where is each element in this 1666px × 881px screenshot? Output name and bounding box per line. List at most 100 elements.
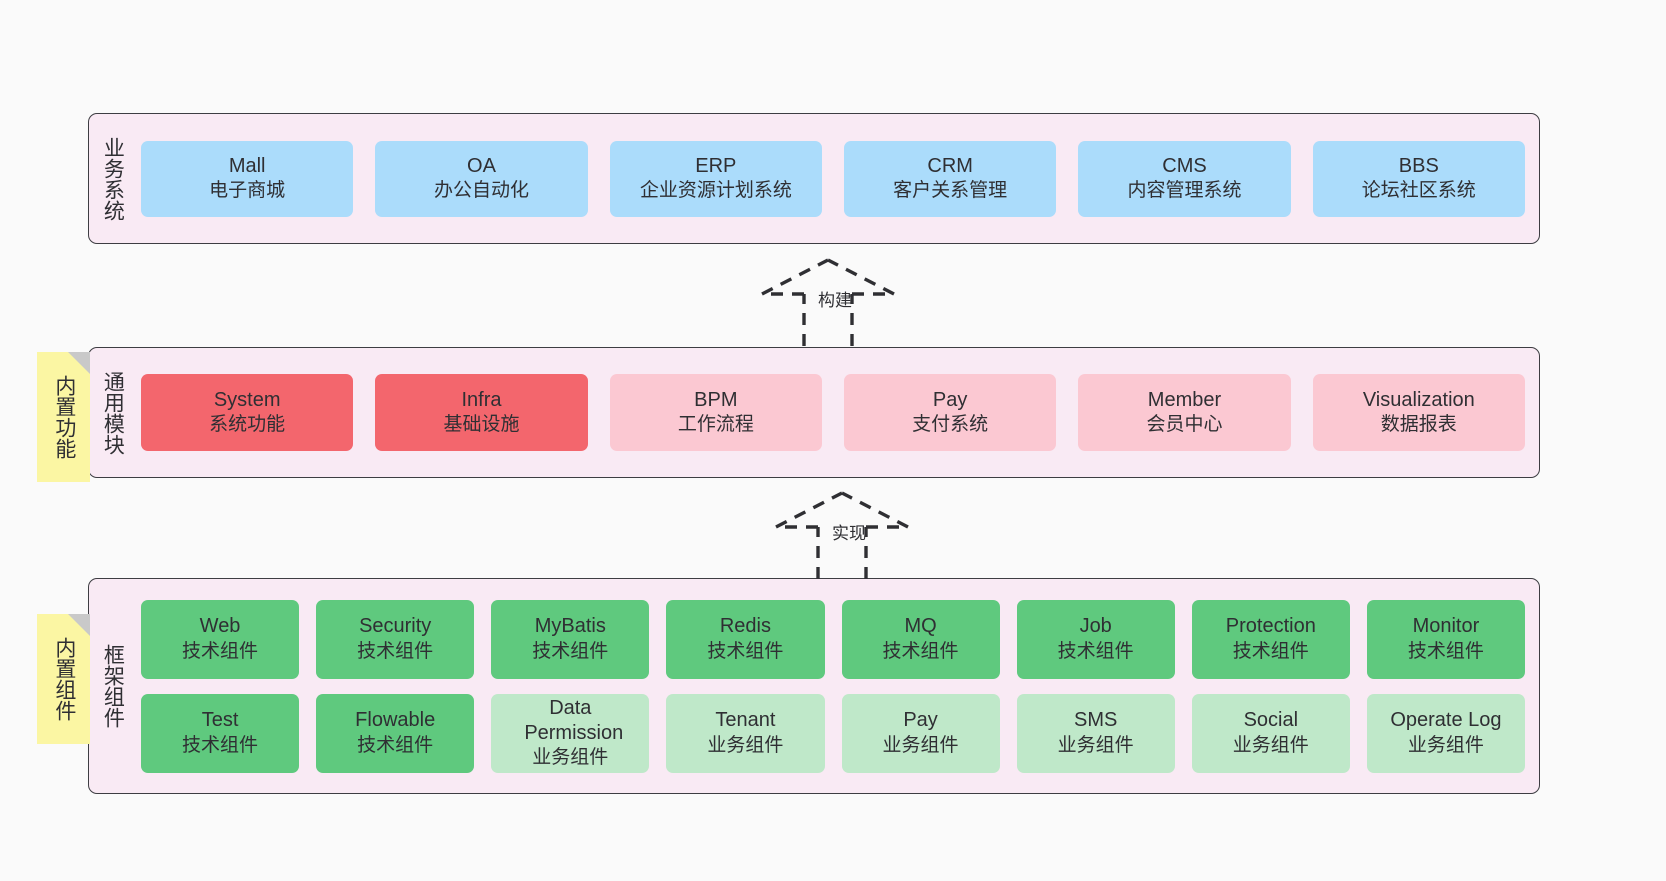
cell-title: Redis bbox=[719, 615, 771, 638]
cell-subtitle: 技术组件 bbox=[1407, 640, 1484, 662]
layer-framework-component[interactable]: 框架组件 Web 技术组件 Security 技术组件 MyBatis 技术组件… bbox=[88, 578, 1540, 794]
note-builtin-features[interactable]: 内置功能 bbox=[37, 352, 90, 482]
layer-common-module[interactable]: 通用模块 System 系统功能 Infra 基础设施 BPM 工作流程 Pay… bbox=[88, 347, 1540, 478]
cell-subtitle: 业务组件 bbox=[1057, 734, 1134, 756]
connector-implement: 实现 bbox=[774, 491, 924, 579]
cell-title: Monitor bbox=[1412, 615, 1480, 638]
cell-subtitle: 支付系统 bbox=[912, 414, 989, 436]
cell-system[interactable]: System 系统功能 bbox=[141, 374, 354, 451]
cell-oa[interactable]: OA 办公自动化 bbox=[375, 140, 588, 217]
cell-subtitle: 技术组件 bbox=[882, 640, 959, 662]
cell-cms[interactable]: CMS 内容管理系统 bbox=[1078, 140, 1291, 217]
cell-title: Pay bbox=[903, 709, 938, 732]
layer-body-business-system: Mall 电子商城 OA 办公自动化 ERP 企业资源计划系统 CRM 客户关系… bbox=[135, 114, 1539, 243]
cell-mybatis[interactable]: MyBatis 技术组件 bbox=[491, 599, 650, 679]
cell-pay-module[interactable]: Pay 支付系统 bbox=[843, 374, 1057, 451]
cell-subtitle: 技术组件 bbox=[182, 640, 259, 662]
cell-title: Social bbox=[1243, 709, 1299, 732]
cell-subtitle: 业务组件 bbox=[1232, 734, 1309, 756]
note-fold-corner-icon bbox=[68, 614, 90, 636]
cell-title: MyBatis bbox=[534, 615, 606, 638]
cell-title: Visualization bbox=[1362, 388, 1475, 411]
cell-title: BPM bbox=[694, 388, 738, 411]
cell-title: MQ bbox=[904, 615, 937, 638]
cell-subtitle: 系统功能 bbox=[209, 414, 286, 436]
cell-title: Protection bbox=[1225, 615, 1316, 638]
cell-pay-component[interactable]: Pay 业务组件 bbox=[841, 693, 1000, 773]
cell-subtitle: 会员中心 bbox=[1146, 414, 1223, 436]
cell-mq[interactable]: MQ 技术组件 bbox=[841, 599, 1000, 679]
row-common-modules: System 系统功能 Infra 基础设施 BPM 工作流程 Pay 支付系统… bbox=[141, 374, 1525, 451]
cell-data-permission[interactable]: Data Permission 业务组件 bbox=[491, 693, 650, 773]
cell-mall[interactable]: Mall 电子商城 bbox=[141, 140, 354, 217]
cell-title: System bbox=[213, 388, 281, 411]
note-builtin-components[interactable]: 内置组件 bbox=[37, 614, 90, 744]
cell-subtitle: 电子商城 bbox=[209, 180, 286, 202]
cell-subtitle: 企业资源计划系统 bbox=[639, 180, 792, 202]
cell-subtitle: 技术组件 bbox=[182, 734, 259, 756]
cell-subtitle: 技术组件 bbox=[1232, 640, 1309, 662]
cell-member[interactable]: Member 会员中心 bbox=[1078, 374, 1291, 451]
cell-title: Infra bbox=[461, 388, 502, 411]
row-tech-components: Web 技术组件 Security 技术组件 MyBatis 技术组件 Redi… bbox=[141, 599, 1525, 679]
cell-tenant[interactable]: Tenant 业务组件 bbox=[666, 693, 825, 773]
cell-title: Operate Log bbox=[1390, 709, 1502, 732]
cell-title: Mall bbox=[228, 154, 266, 177]
cell-title: CRM bbox=[927, 154, 973, 177]
connector-build: 构建 bbox=[760, 258, 910, 346]
cell-crm[interactable]: CRM 客户关系管理 bbox=[843, 140, 1057, 217]
row-business-systems: Mall 电子商城 OA 办公自动化 ERP 企业资源计划系统 CRM 客户关系… bbox=[141, 140, 1525, 217]
note-label: 内置功能 bbox=[52, 375, 76, 459]
cell-title: Job bbox=[1079, 615, 1112, 638]
cell-title: OA bbox=[467, 154, 496, 177]
cell-monitor[interactable]: Monitor 技术组件 bbox=[1366, 599, 1525, 679]
cell-subtitle: 技术组件 bbox=[532, 640, 609, 662]
connector-implement-label: 实现 bbox=[832, 524, 866, 543]
cell-title: Security bbox=[359, 615, 432, 638]
cell-subtitle: 基础设施 bbox=[443, 414, 520, 436]
cell-bpm[interactable]: BPM 工作流程 bbox=[609, 374, 822, 451]
cell-subtitle: 技术组件 bbox=[357, 640, 434, 662]
cell-subtitle: 客户关系管理 bbox=[893, 180, 1008, 202]
cell-test[interactable]: Test 技术组件 bbox=[141, 693, 300, 773]
cell-title: Pay bbox=[932, 388, 968, 411]
cell-title: Flowable bbox=[355, 709, 436, 732]
layer-body-framework-component: Web 技术组件 Security 技术组件 MyBatis 技术组件 Redi… bbox=[135, 579, 1539, 793]
cell-subtitle: 业务组件 bbox=[707, 734, 784, 756]
cell-subtitle: 业务组件 bbox=[882, 734, 959, 756]
cell-subtitle: 技术组件 bbox=[707, 640, 784, 662]
cell-bbs[interactable]: BBS 论坛社区系统 bbox=[1312, 140, 1525, 217]
layer-title-framework-component: 框架组件 bbox=[101, 644, 125, 728]
cell-social[interactable]: Social 业务组件 bbox=[1191, 693, 1350, 773]
note-fold-corner-icon bbox=[68, 352, 90, 374]
cell-erp[interactable]: ERP 企业资源计划系统 bbox=[609, 140, 822, 217]
cell-security[interactable]: Security 技术组件 bbox=[316, 599, 475, 679]
cell-subtitle: 内容管理系统 bbox=[1127, 180, 1242, 202]
layer-title-business-system: 业务系统 bbox=[101, 136, 125, 221]
layer-business-system[interactable]: 业务系统 Mall 电子商城 OA 办公自动化 ERP 企业资源计划系统 CRM… bbox=[88, 113, 1540, 244]
layer-title-common-module: 通用模块 bbox=[101, 370, 125, 455]
cell-subtitle: 工作流程 bbox=[677, 414, 754, 436]
cell-visualization[interactable]: Visualization 数据报表 bbox=[1312, 374, 1525, 451]
cell-title: Data Permission bbox=[524, 696, 624, 745]
cell-job[interactable]: Job 技术组件 bbox=[1016, 599, 1175, 679]
cell-subtitle: 业务组件 bbox=[532, 747, 609, 769]
cell-operate-log[interactable]: Operate Log 业务组件 bbox=[1366, 693, 1525, 773]
row-biz-components: Test 技术组件 Flowable 技术组件 Data Permission … bbox=[141, 693, 1525, 773]
cell-subtitle: 技术组件 bbox=[357, 734, 434, 756]
cell-sms[interactable]: SMS 业务组件 bbox=[1016, 693, 1175, 773]
cell-flowable[interactable]: Flowable 技术组件 bbox=[316, 693, 475, 773]
cell-title: Tenant bbox=[715, 709, 776, 732]
cell-infra[interactable]: Infra 基础设施 bbox=[375, 374, 588, 451]
cell-subtitle: 技术组件 bbox=[1057, 640, 1134, 662]
cell-protection[interactable]: Protection 技术组件 bbox=[1191, 599, 1350, 679]
note-label: 内置组件 bbox=[52, 637, 76, 721]
cell-subtitle: 论坛社区系统 bbox=[1361, 180, 1476, 202]
cell-title: SMS bbox=[1074, 709, 1118, 732]
cell-title: Web bbox=[199, 615, 241, 638]
cell-subtitle: 办公自动化 bbox=[433, 180, 529, 202]
cell-redis[interactable]: Redis 技术组件 bbox=[666, 599, 825, 679]
cell-subtitle: 数据报表 bbox=[1380, 414, 1457, 436]
cell-subtitle: 业务组件 bbox=[1407, 734, 1484, 756]
cell-web[interactable]: Web 技术组件 bbox=[141, 599, 300, 679]
